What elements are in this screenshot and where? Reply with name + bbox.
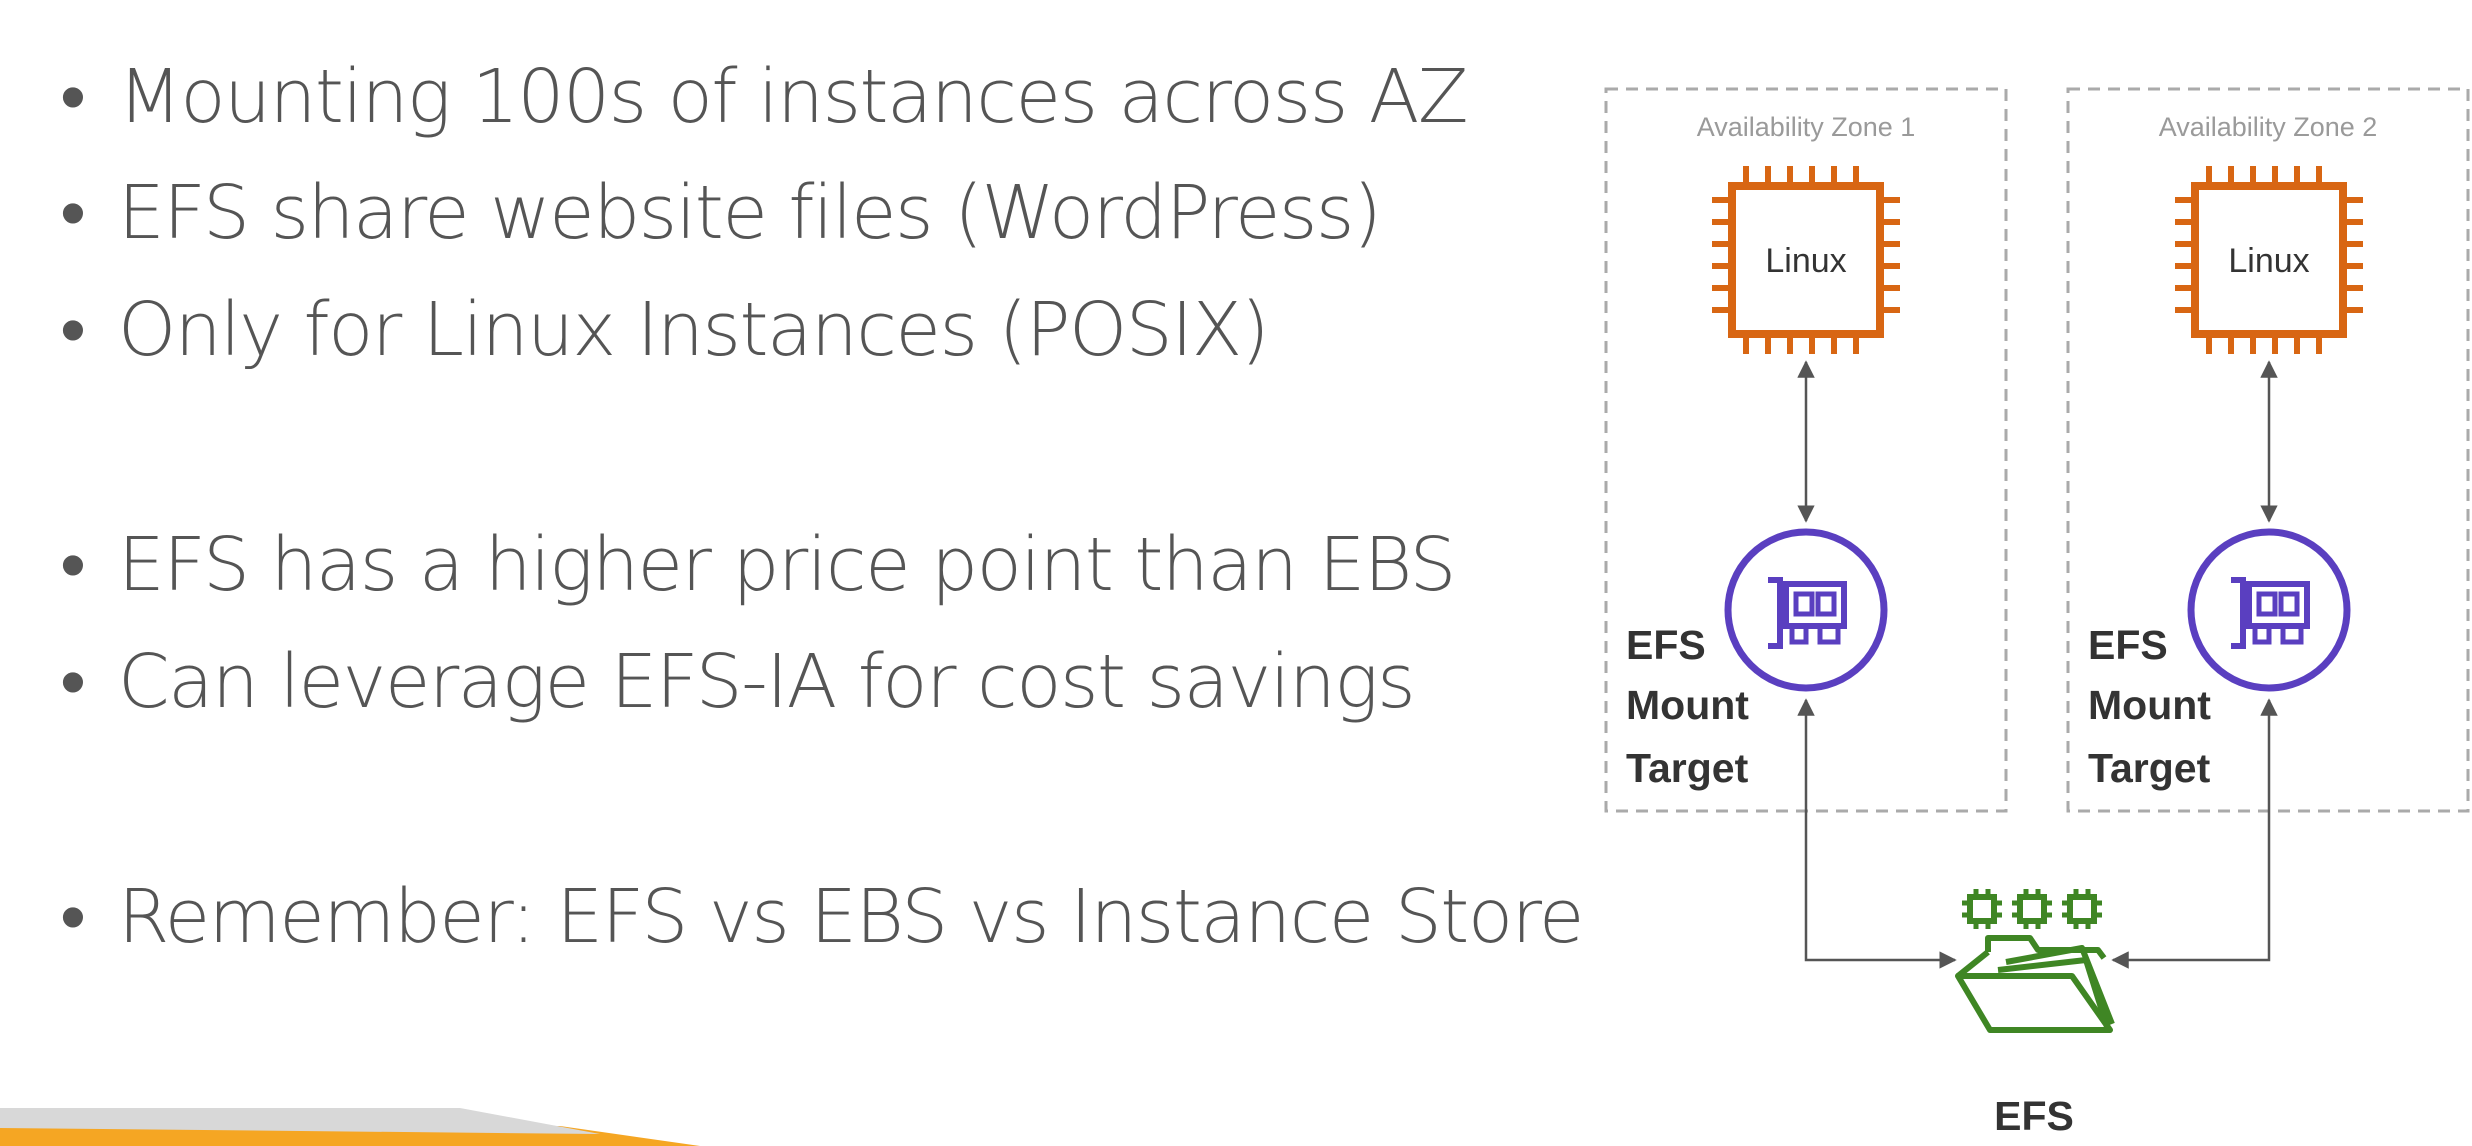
bullet-text: Only for Linux Instances (POSIX) bbox=[118, 287, 1270, 373]
bullet-efs-ia: •Can leverage EFS-IA for cost savings bbox=[60, 639, 1416, 725]
zone-label: Availability Zone 2 bbox=[2159, 112, 2378, 142]
bullet-mounting-instances: •Mounting 100s of instances across AZ bbox=[60, 54, 1469, 140]
bullet-efs-share-files: •EFS share website files (WordPress) bbox=[60, 170, 1382, 256]
bullet-list: •Mounting 100s of instances across AZ •E… bbox=[60, 54, 1584, 954]
efs-file-system-icon bbox=[1955, 889, 2115, 1033]
instance-label: Linux bbox=[2228, 242, 2309, 280]
mount-target-1-efs-arrow bbox=[1797, 698, 1957, 969]
mount-target-label-line3: Target bbox=[2088, 745, 2211, 791]
bullet-remember: •Remember: EFS vs EBS vs Instance Store bbox=[60, 874, 1584, 960]
mount-target-2-efs-arrow bbox=[2111, 698, 2278, 969]
bullet-linux-only: •Only for Linux Instances (POSIX) bbox=[60, 287, 1270, 373]
bullet-price-point: •EFS has a higher price point than EBS bbox=[60, 522, 1456, 608]
linux-instance-icon: Linux bbox=[1712, 166, 1900, 354]
bullet-text: Remember: EFS vs EBS vs Instance Store bbox=[118, 874, 1584, 960]
mount-target-icon bbox=[1724, 528, 1888, 692]
instance-label: Linux bbox=[1765, 242, 1846, 280]
bullet-text: Mounting 100s of instances across AZ bbox=[118, 54, 1469, 140]
mount-target-icon bbox=[2187, 528, 2351, 692]
grey-stripe bbox=[0, 1108, 600, 1134]
bullet-text: EFS has a higher price point than EBS bbox=[118, 522, 1456, 608]
linux-instance-icon: Linux bbox=[2175, 166, 2363, 354]
bullet-text: EFS share website files (WordPress) bbox=[118, 170, 1382, 256]
slide-accent-stripe bbox=[0, 1108, 700, 1146]
efs-label: EFS bbox=[1994, 1093, 2074, 1139]
mount-target-label-line1: EFS bbox=[2088, 622, 2168, 668]
zone-label: Availability Zone 1 bbox=[1697, 112, 1916, 142]
availability-zone-1: Availability Zone 1 Linux EFS Mount Targ… bbox=[1604, 87, 2008, 813]
mount-target-label-line2: Mount bbox=[2088, 682, 2211, 728]
mount-target-label-line2: Mount bbox=[1626, 682, 1749, 728]
mount-target-label-line3: Target bbox=[1626, 745, 1749, 791]
mount-target-label-line1: EFS bbox=[1626, 622, 1706, 668]
bullet-text: Can leverage EFS-IA for cost savings bbox=[118, 639, 1416, 725]
